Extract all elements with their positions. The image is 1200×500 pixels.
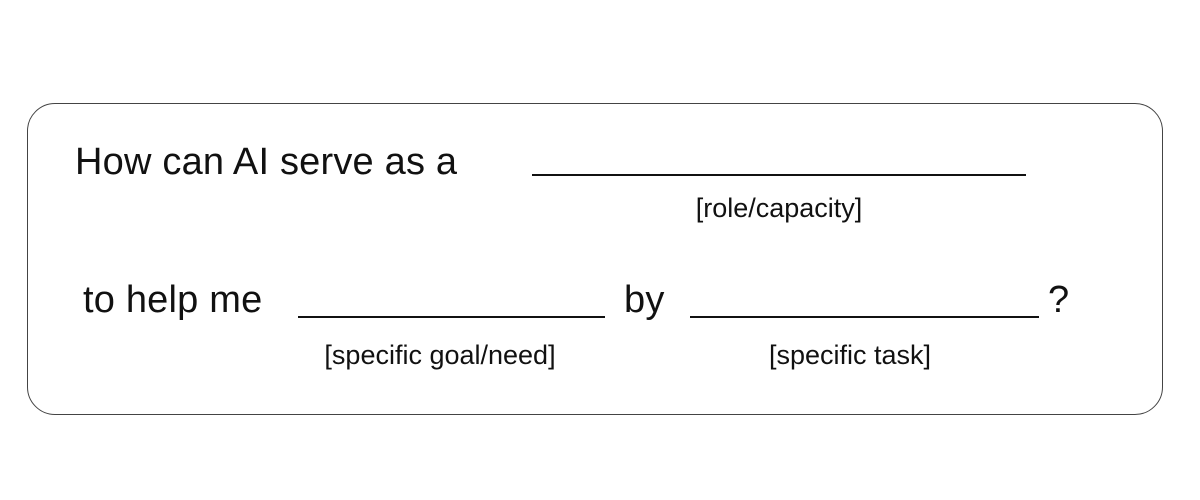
line2-connector-text: by — [624, 279, 665, 321]
role-capacity-blank[interactable] — [532, 174, 1026, 176]
specific-task-blank[interactable] — [690, 316, 1039, 318]
goal-need-caption: [specific goal/need] — [324, 340, 556, 370]
goal-need-blank[interactable] — [298, 316, 605, 318]
specific-task-caption: [specific task] — [768, 340, 932, 370]
line1-lead-text: How can AI serve as a — [75, 141, 458, 183]
line2-lead-text: to help me — [83, 279, 263, 321]
role-capacity-caption: [role/capacity] — [695, 193, 863, 223]
prompt-template-card — [27, 103, 1163, 415]
question-mark: ? — [1048, 279, 1070, 321]
